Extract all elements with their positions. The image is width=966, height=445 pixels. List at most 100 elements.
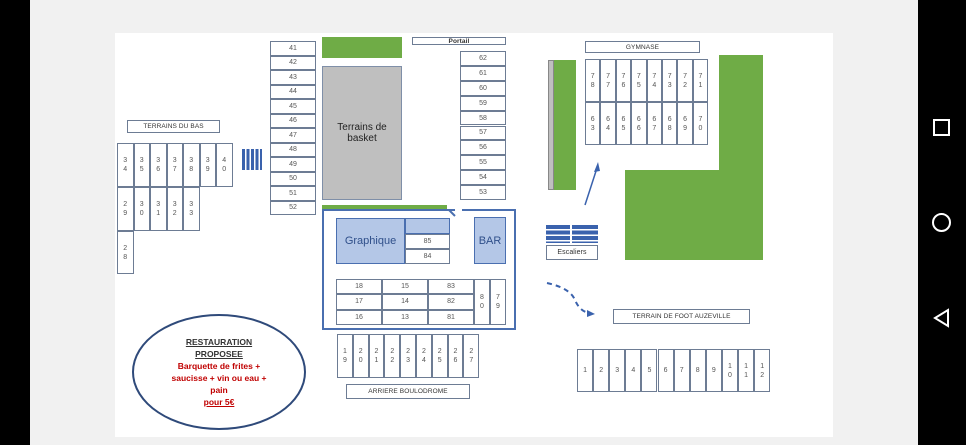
stall-number: 16 (355, 313, 363, 321)
stall: 73 (662, 59, 678, 102)
stall: 4 (625, 349, 642, 392)
arrows (546, 162, 600, 317)
stall-number: 26 (453, 348, 458, 364)
stall-number: 15 (401, 283, 409, 291)
stall: 58 (460, 110, 506, 126)
stall: 18 (336, 279, 382, 295)
restauration-subtitle: PROPOSEE (195, 349, 243, 359)
stall: 7 (673, 349, 690, 392)
stall: 70 (692, 102, 709, 145)
menu-line: pain (210, 385, 228, 395)
stall-number: 6 (663, 367, 668, 374)
stall-number: 65 (621, 115, 626, 132)
stall: 79 (490, 279, 506, 325)
menu-price: pour 5€ (203, 397, 235, 407)
stall-number: 70 (698, 115, 703, 132)
stall: 84 (405, 249, 450, 264)
stall: 61 (460, 65, 506, 81)
stairs-icon-left (242, 149, 262, 170)
stall: 74 (646, 59, 662, 102)
stall-number: 21 (374, 348, 379, 364)
stall: 23 (400, 334, 416, 378)
arriere-boulodrome-label: ARRIERE BOULODROME (346, 384, 470, 399)
stall-number: 56 (479, 144, 487, 152)
stall-number: 49 (289, 160, 297, 168)
stall: 21 (368, 334, 385, 378)
stall-number: 61 (479, 69, 487, 77)
stall-number: 57 (479, 129, 487, 137)
stall-number: 20 (358, 348, 363, 364)
stall: 63 (585, 102, 601, 145)
stall-number: 59 (479, 99, 487, 107)
stall-number: 35 (139, 157, 144, 173)
stall: 71 (692, 59, 709, 102)
stall: 34 (117, 143, 134, 187)
stall-number: 9 (711, 367, 716, 374)
stall: 16 (336, 309, 382, 325)
stall-number: 54 (479, 174, 487, 182)
stall: 78 (585, 59, 601, 102)
stall: 3 (609, 349, 626, 392)
stall: 46 (270, 113, 316, 128)
stall: 13 (382, 309, 428, 325)
stall: 72 (677, 59, 693, 102)
stall: 60 (460, 80, 506, 96)
stall: 64 (600, 102, 616, 145)
stall-number: 31 (156, 201, 161, 217)
stall: 2 (593, 349, 610, 392)
stall: 59 (460, 95, 506, 111)
stall: 32 (166, 187, 183, 231)
stall-number: 79 (496, 294, 500, 310)
basket-courts: Terrains de basket (322, 66, 402, 200)
stall: 24 (416, 334, 432, 378)
green-field-lower (625, 170, 763, 260)
stall: 82 (428, 294, 474, 310)
stall: 65 (615, 102, 632, 145)
stall: 85 (405, 234, 450, 249)
stall-number: 28 (123, 244, 128, 261)
stall-number: 22 (390, 348, 395, 364)
arrow-up-icon (584, 162, 600, 206)
stall-number: 62 (479, 54, 487, 62)
stall-number: 39 (205, 157, 210, 173)
portail-label: Portail (412, 37, 506, 45)
stall-number: 51 (289, 189, 297, 197)
stall-number: 5 (647, 367, 652, 374)
stall-number: 45 (289, 102, 297, 110)
square-recents-icon[interactable] (933, 119, 950, 136)
stairs-icon (546, 225, 598, 243)
triangle-back-icon[interactable] (932, 308, 952, 328)
stall: 35 (133, 143, 150, 187)
stall-number: 48 (289, 146, 297, 154)
stall: 6 (657, 349, 674, 392)
stairs-divider (570, 225, 572, 243)
stall-number: 11 (744, 362, 748, 379)
stall-number: 25 (437, 348, 442, 364)
circle-home-icon[interactable] (932, 213, 951, 232)
stall-number: 85 (423, 238, 432, 245)
stall-number: 72 (683, 72, 688, 89)
menu-line: saucisse + vin ou eau + (171, 373, 267, 383)
stall: 15 (382, 279, 428, 295)
stall-number: 32 (172, 201, 177, 217)
stall-number: 18 (355, 283, 363, 291)
stall: 36 (150, 143, 167, 187)
stall: 40 (216, 143, 233, 187)
stall: 55 (460, 155, 506, 171)
stall: 44 (270, 84, 316, 99)
stall-number: 75 (636, 72, 641, 89)
stall-number: 53 (479, 189, 487, 197)
graphique-annex (405, 218, 450, 234)
stall: 54 (460, 170, 506, 186)
stall: 12 (754, 349, 771, 392)
stall-number: 36 (156, 157, 161, 173)
stall: 47 (270, 128, 316, 143)
stall-number: 38 (189, 157, 194, 173)
stall-number: 14 (401, 298, 409, 306)
dashed-arrow-icon (546, 282, 595, 317)
stall: 38 (183, 143, 200, 187)
stall: 75 (631, 59, 647, 102)
stall-number: 7 (679, 367, 684, 374)
stall-number: 43 (289, 73, 297, 81)
stall-number: 76 (621, 72, 626, 89)
